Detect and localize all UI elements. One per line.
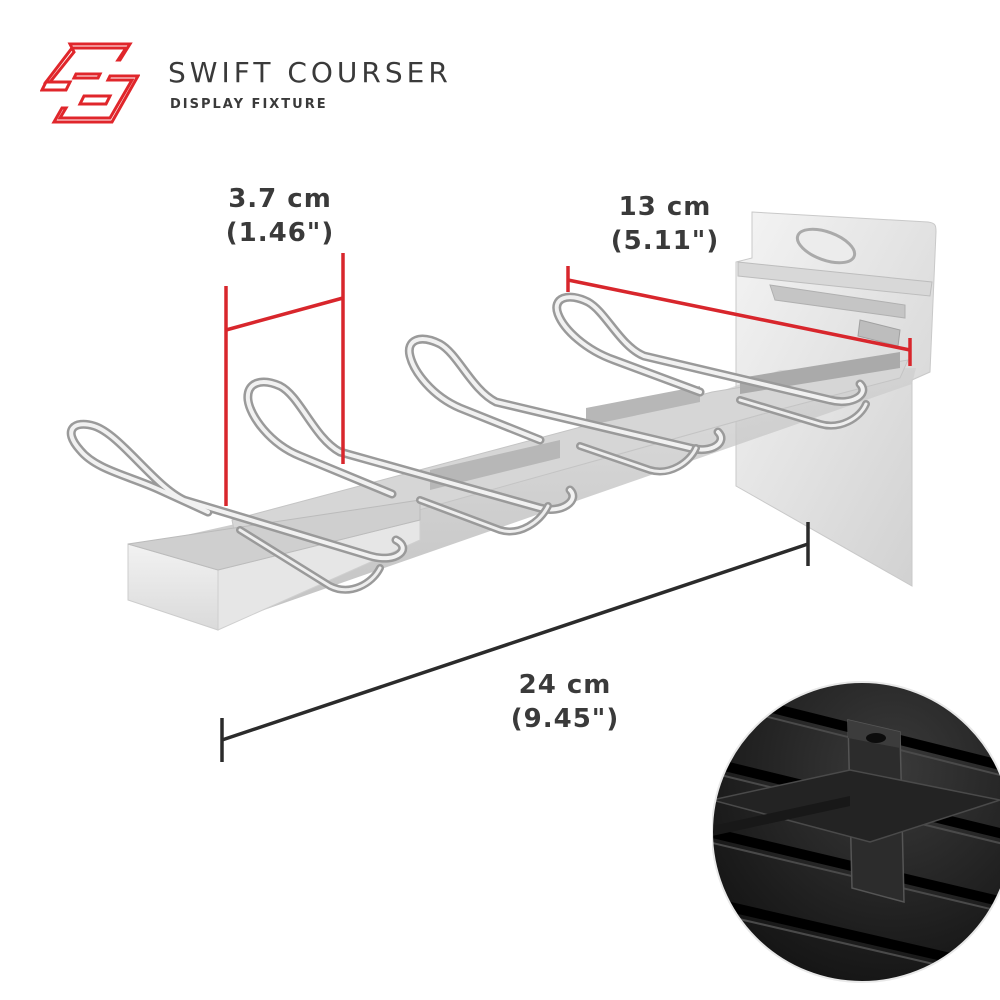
dimension-line-spacing [224, 253, 345, 506]
total-length-metric: 24 cm [518, 670, 612, 700]
hook-length-imperial: (5.11") [610, 226, 720, 256]
dimension-label-hook-length: 13 cm (5.11") [590, 190, 740, 258]
spacing-metric: 3.7 cm [228, 184, 332, 214]
brand-tagline: DISPLAY FIXTURE [170, 97, 328, 112]
wire-hook-3 [404, 334, 726, 476]
slatwall-mounted-bracket-photo [712, 681, 1000, 983]
brand-name: SWIFT COURSER [168, 56, 452, 89]
wire-hook-2 [243, 377, 578, 536]
dimension-label-spacing: 3.7 cm (1.46") [210, 182, 350, 250]
total-length-imperial: (9.45") [510, 704, 620, 734]
swift-courser-logo-icon [40, 42, 140, 124]
hook-length-metric: 13 cm [618, 192, 712, 222]
dimension-line-total-length [220, 522, 810, 762]
dimension-line-hook-length [566, 266, 912, 366]
wire-hook-4 [552, 292, 870, 430]
spacing-imperial: (1.46") [225, 218, 335, 248]
dimension-label-total-length: 24 cm (9.45") [490, 668, 640, 736]
wire-hook-1 [66, 419, 408, 594]
